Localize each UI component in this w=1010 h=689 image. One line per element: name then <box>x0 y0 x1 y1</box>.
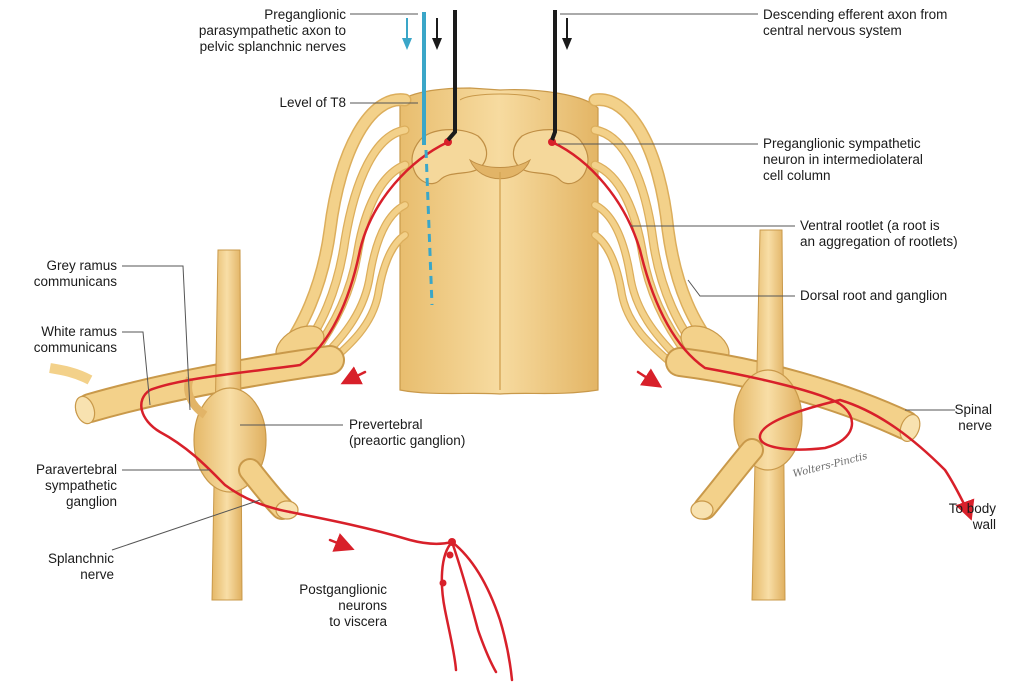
label-splanchnic: Splanchnic nerve <box>48 551 114 583</box>
label-line: Splanchnic <box>48 551 114 567</box>
label-line: Grey ramus <box>34 258 117 274</box>
label-preganglionic-parasympathetic: Preganglionic parasympathetic axon to pe… <box>199 7 346 55</box>
label-postganglionic: Postganglionic neurons to viscera <box>299 582 387 630</box>
label-line: Descending efferent axon from <box>763 7 947 23</box>
label-line: Ventral rootlet (a root is <box>800 218 958 234</box>
label-line: neuron in intermediolateral <box>763 152 923 168</box>
label-ventral-rootlet: Ventral rootlet (a root is an aggregatio… <box>800 218 958 250</box>
label-line: nerve <box>954 418 992 434</box>
label-descending-efferent: Descending efferent axon from central ne… <box>763 7 947 39</box>
label-line: communicans <box>34 340 117 356</box>
right-spinal-nerve <box>674 230 923 600</box>
label-paravertebral: Paravertebral sympathetic ganglion <box>36 462 117 510</box>
label-dorsal-root: Dorsal root and ganglion <box>800 288 947 304</box>
label-line: Prevertebral <box>349 417 465 433</box>
label-prevertebral: Prevertebral (preaortic ganglion) <box>349 417 465 449</box>
label-line: Level of T8 <box>279 95 346 111</box>
label-to-body-wall: To body wall <box>949 501 996 533</box>
label-level-t8: Level of T8 <box>279 95 346 111</box>
label-line: Preganglionic sympathetic <box>763 136 923 152</box>
label-line: To body <box>949 501 996 517</box>
label-spinal-nerve: Spinal nerve <box>954 402 992 434</box>
left-rootlets <box>285 100 405 362</box>
label-line: Postganglionic <box>299 582 387 598</box>
label-line: neurons <box>299 598 387 614</box>
label-line: Paravertebral <box>36 462 117 478</box>
label-line: communicans <box>34 274 117 290</box>
label-line: White ramus <box>34 324 117 340</box>
right-rootlets <box>595 100 715 362</box>
label-preganglionic-sympathetic: Preganglionic sympathetic neuron in inte… <box>763 136 923 184</box>
label-line: cell column <box>763 168 923 184</box>
label-line: pelvic splanchnic nerves <box>199 39 346 55</box>
label-white-ramus: White ramus communicans <box>34 324 117 356</box>
label-line: (preaortic ganglion) <box>349 433 465 449</box>
label-line: nerve <box>48 567 114 583</box>
label-line: to viscera <box>299 614 387 630</box>
label-line: central nervous system <box>763 23 947 39</box>
label-line: an aggregation of rootlets) <box>800 234 958 250</box>
label-line: Dorsal root and ganglion <box>800 288 947 304</box>
label-line: Preganglionic <box>199 7 346 23</box>
label-grey-ramus: Grey ramus communicans <box>34 258 117 290</box>
label-line: parasympathetic axon to <box>199 23 346 39</box>
label-line: ganglion <box>36 494 117 510</box>
label-line: Spinal <box>954 402 992 418</box>
label-line: sympathetic <box>36 478 117 494</box>
label-line: wall <box>949 517 996 533</box>
